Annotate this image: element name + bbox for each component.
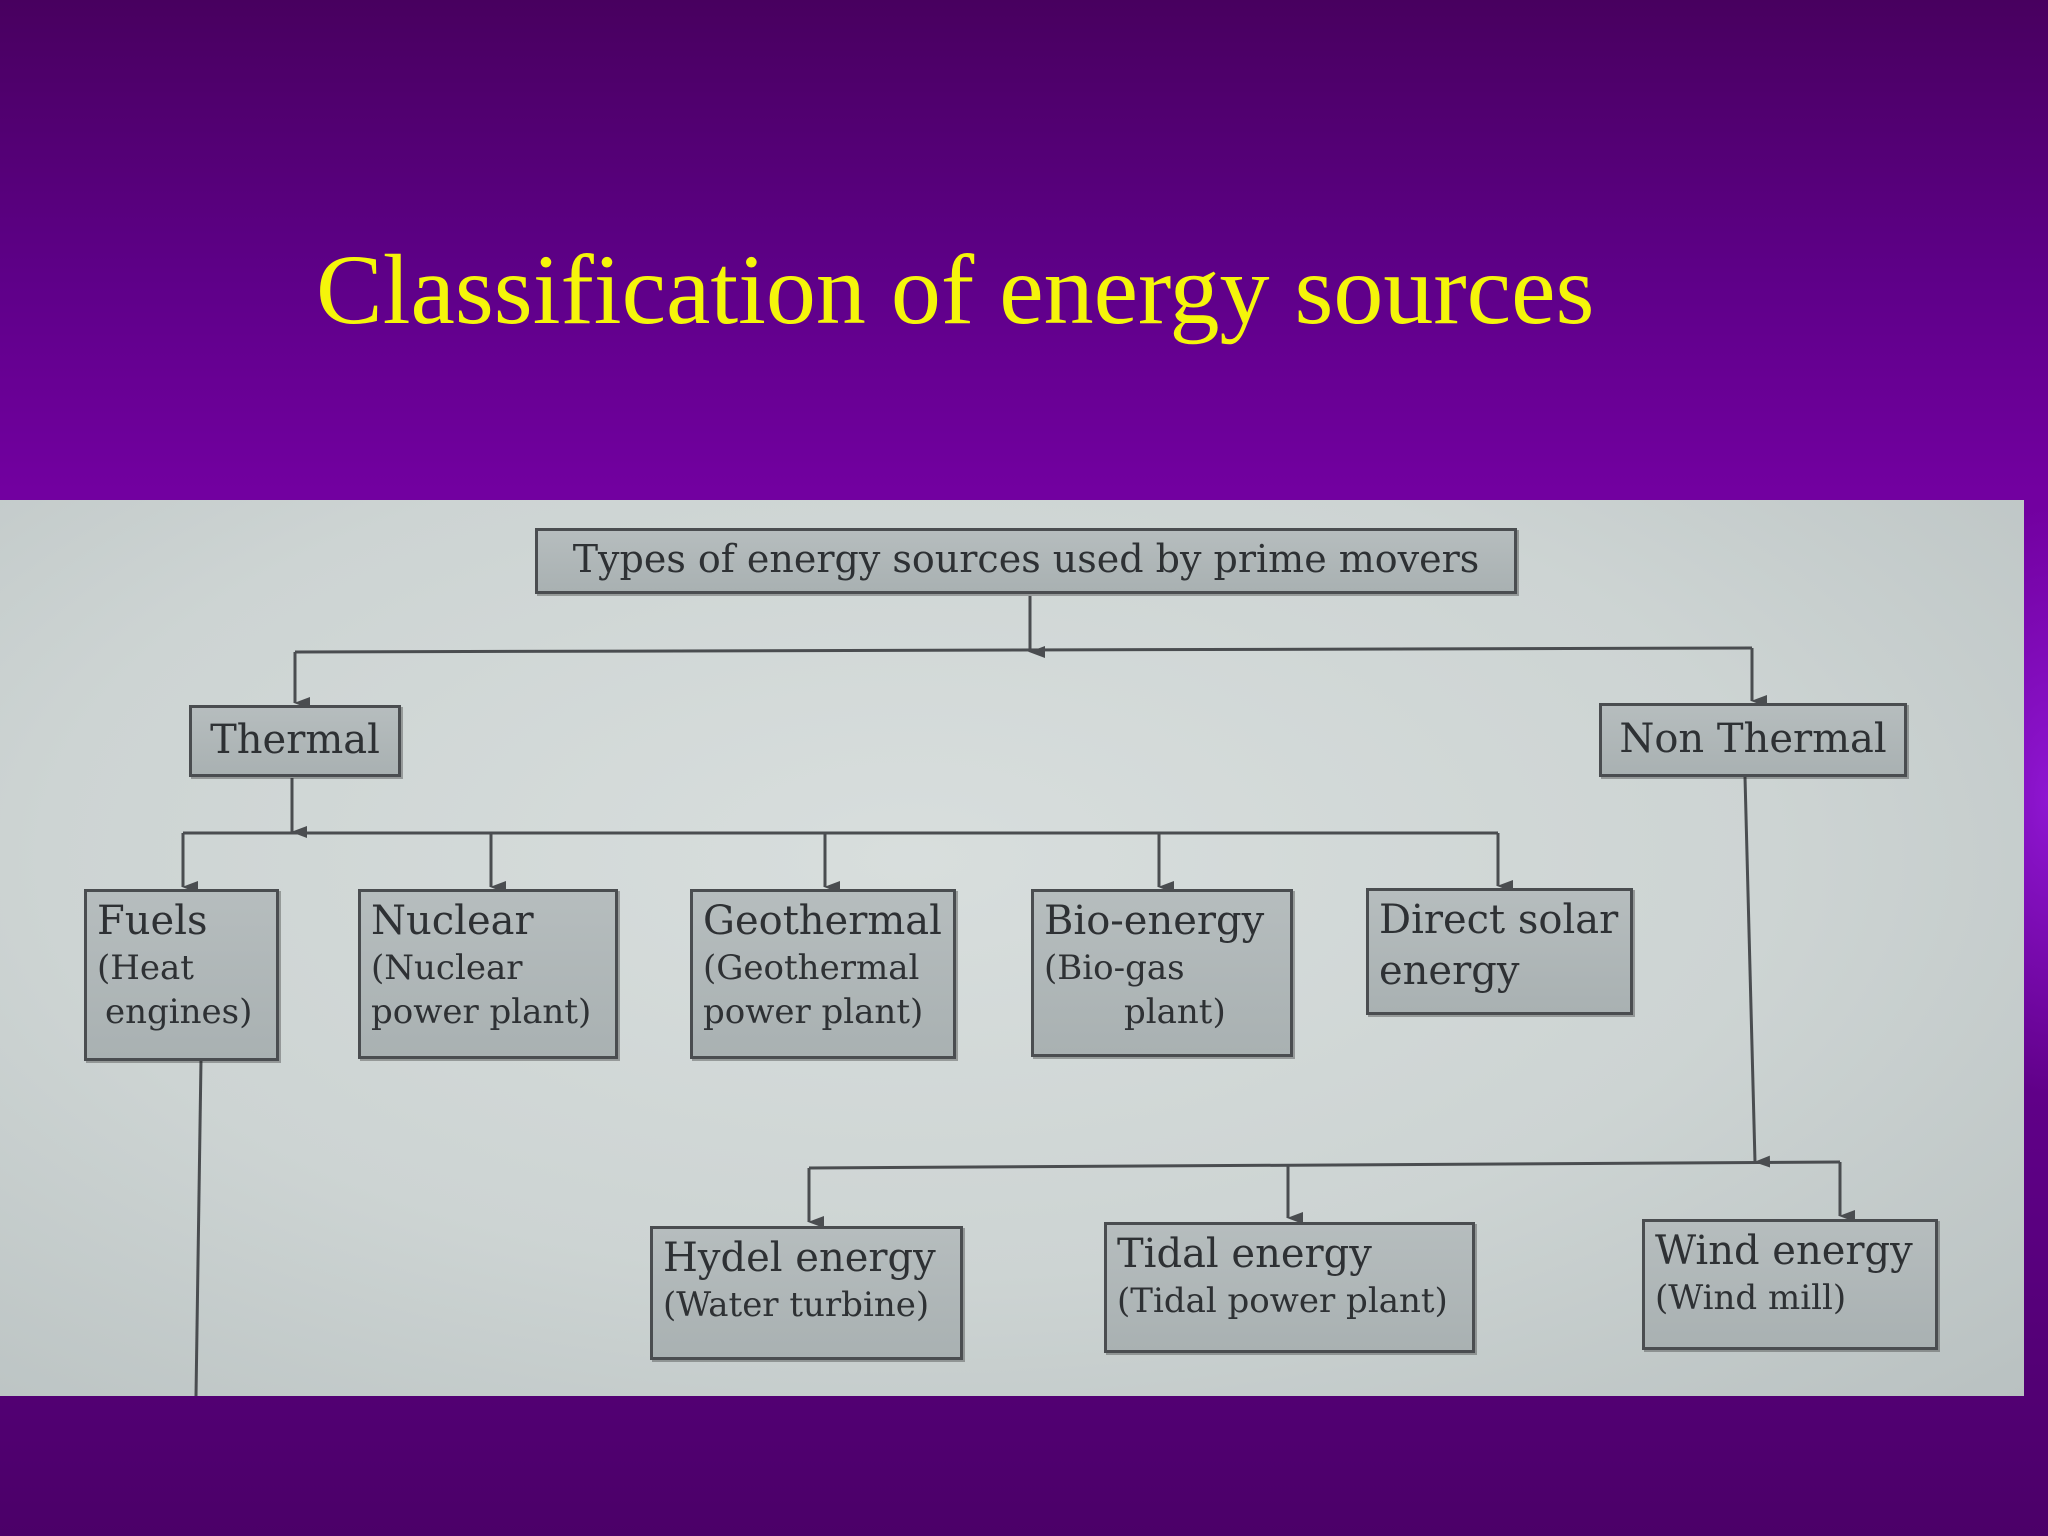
direct-solar-line1: energy — [1379, 948, 1520, 995]
hydel-line1: (Water turbine) — [663, 1285, 930, 1326]
fuels-line1: (Heat — [97, 948, 194, 989]
wind-label: Wind energy — [1655, 1228, 1913, 1274]
diagram-photo: Types of energy sources used by prime mo… — [0, 500, 2024, 1396]
wind-line1: (Wind mill) — [1655, 1278, 1847, 1319]
non-thermal-label: Non Thermal — [1619, 716, 1887, 762]
nuclear-label: Nuclear — [371, 898, 534, 944]
hydel-box: Hydel energy (Water turbine) — [650, 1226, 963, 1360]
geothermal-box: Geothermal (Geothermal power plant) — [690, 889, 956, 1059]
thermal-label: Thermal — [210, 717, 380, 763]
geothermal-label: Geothermal — [703, 898, 942, 944]
fuels-label: Fuels — [97, 898, 208, 944]
direct-solar-box: Direct solar energy — [1366, 888, 1633, 1015]
bio-energy-line1: (Bio-gas — [1044, 948, 1185, 989]
geothermal-line2: power plant) — [703, 991, 924, 1032]
tidal-box: Tidal energy (Tidal power plant) — [1104, 1222, 1475, 1353]
nuclear-line1: (Nuclear — [371, 948, 523, 989]
fuels-box: Fuels (Heat engines) — [84, 889, 279, 1061]
bio-energy-box: Bio-energy (Bio-gas plant) — [1031, 889, 1293, 1057]
hydel-label: Hydel energy — [663, 1235, 936, 1281]
tidal-line1: (Tidal power plant) — [1117, 1281, 1448, 1322]
non-thermal-box: Non Thermal — [1599, 703, 1907, 777]
geothermal-line1: (Geothermal — [703, 948, 920, 989]
root-box: Types of energy sources used by prime mo… — [535, 528, 1517, 594]
connector-lines — [181, 596, 1855, 1396]
tidal-label: Tidal energy — [1117, 1231, 1372, 1277]
root-label: Types of energy sources used by prime mo… — [572, 537, 1480, 581]
thermal-box: Thermal — [189, 705, 401, 777]
fuels-line2: engines) — [105, 991, 253, 1032]
slide-title: Classification of energy sources — [316, 234, 1595, 345]
wind-box: Wind energy (Wind mill) — [1642, 1219, 1938, 1350]
bio-energy-label: Bio-energy — [1044, 898, 1265, 944]
nuclear-line2: power plant) — [371, 991, 592, 1032]
bio-energy-line2: plant) — [1124, 991, 1226, 1032]
nuclear-box: Nuclear (Nuclear power plant) — [358, 889, 618, 1059]
direct-solar-label: Direct solar — [1379, 897, 1619, 943]
